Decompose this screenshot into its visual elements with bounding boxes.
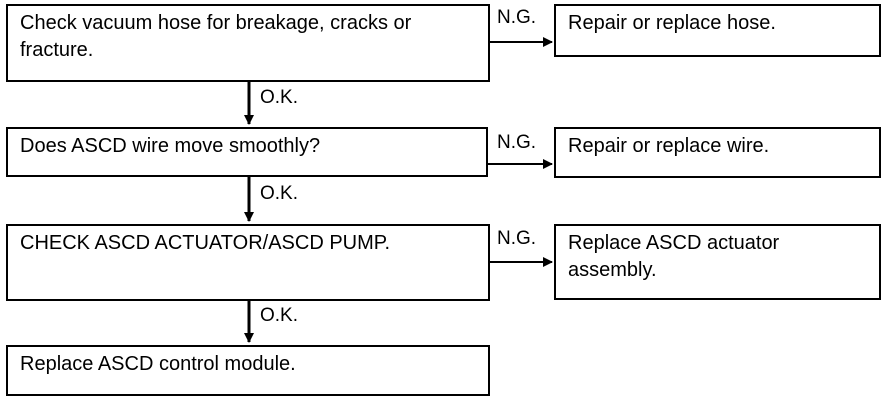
step-box-2: Does ASCD wire move smoothly? — [6, 127, 488, 177]
ok-label-2: O.K. — [260, 183, 299, 204]
action-box-3: Replace ASCD actuator assembly. — [554, 224, 881, 300]
ng-label-3: N.G. — [497, 228, 537, 249]
action-box-2: Repair or replace wire. — [554, 127, 881, 178]
step-text-3: CHECK ASCD ACTUATOR/ASCD PUMP. — [20, 232, 391, 254]
ok-label-1: O.K. — [260, 87, 299, 108]
step-text-1: Check vacuum hose for breakage, cracks o… — [20, 12, 412, 61]
step-box-1: Check vacuum hose for breakage, cracks o… — [6, 4, 490, 82]
step-box-3: CHECK ASCD ACTUATOR/ASCD PUMP. — [6, 224, 490, 301]
ng-label-1: N.G. — [497, 7, 537, 28]
step-text-2: Does ASCD wire move smoothly? — [20, 135, 321, 157]
step-text-4: Replace ASCD control module. — [20, 353, 296, 375]
action-text-2: Repair or replace wire. — [568, 135, 770, 157]
action-text-3: Replace ASCD actuator assembly. — [568, 232, 780, 281]
action-text-1: Repair or replace hose. — [568, 12, 776, 34]
ng-label-2: N.G. — [497, 132, 537, 153]
action-box-1: Repair or replace hose. — [554, 4, 881, 57]
ok-label-3: O.K. — [260, 305, 299, 326]
step-box-4: Replace ASCD control module. — [6, 345, 490, 396]
